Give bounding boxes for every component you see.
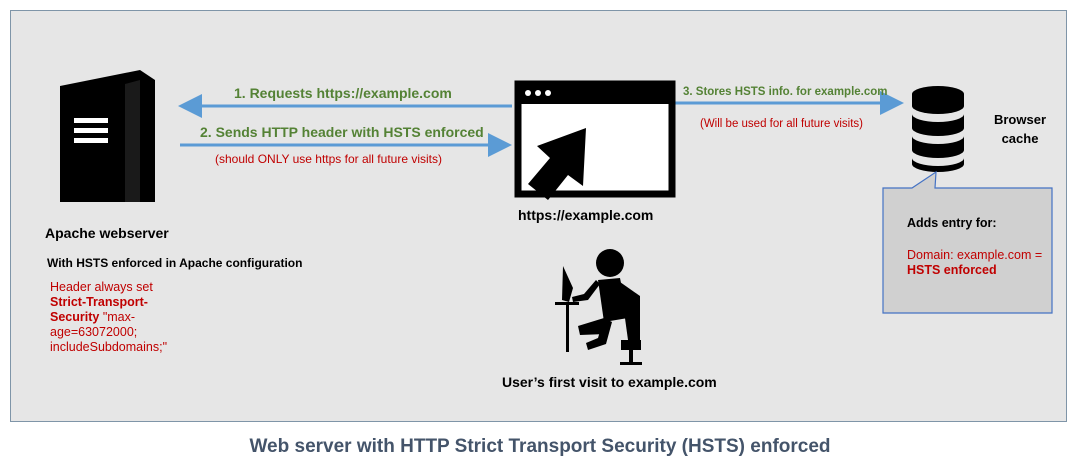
browser-cache-label: Browser cache [993, 112, 1047, 146]
config-header-name: Strict-Transport-Security [50, 295, 148, 324]
apache-config-snippet: Header always set Strict-Transport-Secur… [50, 280, 180, 355]
callout-title: Adds entry for: [907, 216, 997, 230]
figure-caption: Web server with HTTP Strict Transport Se… [249, 436, 831, 457]
server-subtitle: With HSTS enforced in Apache configurati… [47, 256, 303, 270]
step3-note: (Will be used for all future visits) [700, 118, 863, 130]
step2-note: (should ONLY use https for all future vi… [215, 152, 442, 166]
callout-domain: Domain: example.com = [907, 248, 1043, 262]
config-line1: Header always set [50, 280, 153, 294]
database-icon [912, 86, 964, 172]
server-title: Apache webserver [45, 225, 169, 241]
cursor-arrow-icon [528, 128, 586, 200]
callout-status: HSTS enforced [907, 263, 997, 277]
cache-callout-box [882, 170, 1053, 314]
browser-url-label: https://example.com [518, 207, 654, 223]
user-visit-label: User’s first visit to example.com [502, 374, 717, 390]
step3-label: 3. Stores HSTS info. for example.com [683, 86, 888, 98]
step2-label: 2. Sends HTTP header with HSTS enforced [200, 124, 484, 140]
user-at-computer-icon [555, 249, 642, 365]
config-header-value: "max-age=63072000; includeSubdomains;" [50, 310, 168, 354]
server-icon [60, 70, 155, 202]
step1-label: 1. Requests https://example.com [234, 85, 452, 101]
